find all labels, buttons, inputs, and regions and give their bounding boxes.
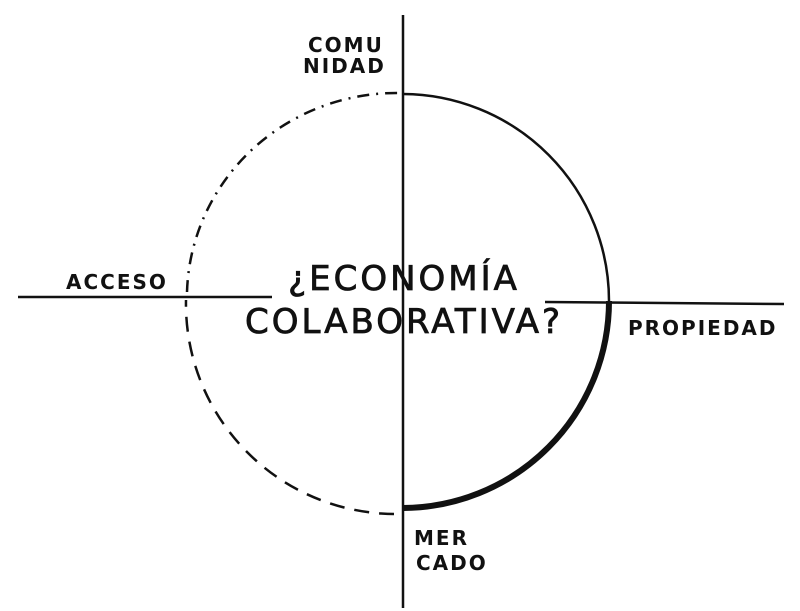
title-line-1: ¿ECONOMÍA (288, 258, 520, 299)
arc-propiedad-mercado (402, 300, 612, 511)
label-acceso: ACCESO (66, 270, 168, 294)
label-comunidad-line-2: NIDAD (303, 54, 386, 78)
arc-comunidad-propiedad (402, 92, 611, 302)
horizontal-axis-right (544, 300, 785, 306)
label-mercado-line-1: MER (414, 526, 469, 550)
arc-mercado-acceso (184, 299, 395, 516)
label-mercado-line-2: CADO (416, 551, 488, 575)
label-comunidad-line-1: COMU (308, 33, 384, 57)
arc-acceso-comunidad (185, 91, 401, 293)
title-line-2: COLABORATIVA? (245, 302, 563, 342)
label-propiedad: PROPIEDAD (628, 316, 778, 340)
